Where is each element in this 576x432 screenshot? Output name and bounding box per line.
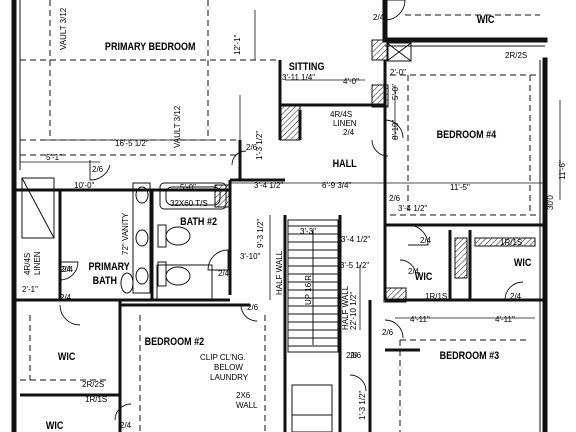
room-primary-bath-line1: PRIMARY [89, 261, 130, 273]
note-clip-1: CLIP CL'NG. [200, 353, 246, 362]
dim-4-11a: 4'-11" [410, 315, 430, 324]
note-vanity: 72" VANITY [121, 212, 130, 255]
dimension-labels: 3'-11 1/4" 4'-0" 16'-5 1/2" 5'-1" 10'-0"… [22, 34, 567, 420]
room-primary-bedroom: PRIMARY BEDROOM [105, 41, 196, 53]
dimension-lines [14, 10, 561, 330]
door-label: 2/6 [389, 194, 401, 203]
note-shelf-top-right: 2R/2S [505, 51, 527, 60]
room-hall: HALL [333, 158, 357, 170]
dim-5-1: 5'-1" [46, 153, 62, 162]
dim-11-5: 11'-5" [450, 183, 470, 192]
dim-12-1: 12'-1" [233, 34, 242, 55]
dim-sitting-1: 3'-11 1/4" [282, 73, 315, 82]
room-wic-bottom: WIC [46, 420, 64, 432]
plan-notes: VAULT 3/12 VAULT 3/12 4R/4S LINEN 4R/4S … [23, 7, 555, 410]
note-linen-left: LINEN [33, 251, 42, 275]
note-vault-2: VAULT 3/12 [173, 105, 182, 148]
room-bath-2: BATH #2 [180, 216, 217, 228]
dim-4-11b: 4'-11" [495, 315, 515, 324]
dim-3-4b: 3'-4 1/2" [341, 235, 370, 244]
dim-9-3: 9'-3 1/2" [256, 219, 265, 248]
room-bedroom-2: BEDROOM #2 [145, 336, 205, 348]
note-tub: 32X60 T/S [170, 199, 208, 208]
note-shelf-bottom: 1R/1S [85, 395, 107, 404]
note-vault-1: VAULT 3/12 [59, 7, 68, 50]
note-half-wall-2: HALF WALL [341, 285, 350, 330]
room-primary-bath-line2: BATH [93, 275, 117, 287]
dim-2-1: 2'-1" [22, 285, 38, 294]
door-labels: 2/4 2/6 2/4 2/6 2/6 2/4 2/6 2/4 2/4 2/6 … [60, 13, 522, 430]
dim-8-10: 8'-10" [391, 119, 400, 140]
dim-5-0b: 5'-0" [391, 84, 400, 100]
dim-3-3: 3'-3" [300, 227, 316, 236]
note-shelf-mid: 1R/1S [425, 292, 447, 301]
door-label: 2/6 [247, 303, 259, 312]
interior-walls [14, 60, 545, 432]
dim-22: 22'-10 1/2" [349, 292, 358, 330]
dim-3-4a: 3'-4 1/2" [254, 181, 283, 190]
door-swings [59, 0, 524, 421]
room-bedroom-4: BEDROOM #4 [437, 129, 497, 141]
note-shelf-right: 1R/1S [500, 238, 522, 247]
door-label: 2/4 [60, 265, 72, 274]
note-shelf-left: 4R/4S [23, 253, 32, 275]
dim-3-4c: 3'-4 1/2" [398, 204, 427, 213]
door-label: 2/4 [408, 267, 420, 276]
door-label: 2/8 [346, 351, 358, 360]
room-wic-left: WIC [58, 351, 76, 363]
room-sitting: SITTING [289, 61, 325, 73]
structural-blocks [214, 39, 536, 303]
dim-sitting-2: 4'-0" [343, 77, 359, 86]
note-linen-top: LINEN [333, 119, 357, 128]
dim-16: 16'-5 1/2" [115, 139, 149, 148]
door-label: 2/4 [510, 292, 522, 301]
dim-2-0: 2'-0" [390, 68, 406, 77]
note-clip-3: LAUNDRY [210, 373, 249, 382]
door-label: 2/6 [350, 351, 362, 360]
room-wic-mid: WIC [415, 271, 433, 283]
door-label: 2/6 [92, 165, 104, 174]
door-label: 2/4 [420, 236, 432, 245]
dim-1-3b: 1'-3 1/2" [358, 391, 367, 420]
note-up-stair: UP 16 R [304, 275, 313, 305]
note-clip-2: BELOW [214, 363, 243, 372]
note-wall-1: 2X6 [236, 391, 251, 400]
room-wic-top: WIC [477, 14, 495, 26]
note-shelf-left-bottom: 2R/2S [82, 380, 104, 389]
door-label: 2/4 [343, 128, 355, 137]
door-label: 2/4 [373, 13, 385, 22]
dim-10: 10'-0" [74, 181, 95, 190]
dim-5-0: 5'-0" [180, 183, 196, 192]
note-half-wall-1: HALF WALL [275, 250, 284, 295]
dim-3-10: 3'-10" [240, 252, 261, 261]
door-label: 2/6 [382, 328, 394, 337]
room-labels: PRIMARY BEDROOM SITTING HALL BEDROOM #4 … [46, 14, 532, 432]
staircase [287, 219, 339, 353]
note-nook: 30'0 [546, 195, 555, 210]
dim-1-3: 1'-3 1/2" [255, 131, 264, 160]
door-label: 2/4 [60, 293, 72, 302]
bath-fixtures [21, 177, 333, 432]
door-label: 2/4 [218, 269, 230, 278]
room-bedroom-3: BEDROOM #3 [440, 350, 500, 362]
door-label: 2/6 [246, 143, 258, 152]
note-wall-2: WALL [236, 401, 258, 410]
dim-11-6: 11'-6" [558, 160, 567, 180]
door-label: 2/4 [62, 265, 74, 274]
dim-3-5: 3'-5 1/2" [340, 261, 369, 270]
room-wic-right: WIC [514, 257, 532, 269]
door-label: 2/4 [120, 421, 132, 430]
note-shelf-top: 4R/4S [330, 110, 352, 119]
dim-6-9: 6'-9 3/4" [322, 181, 351, 190]
